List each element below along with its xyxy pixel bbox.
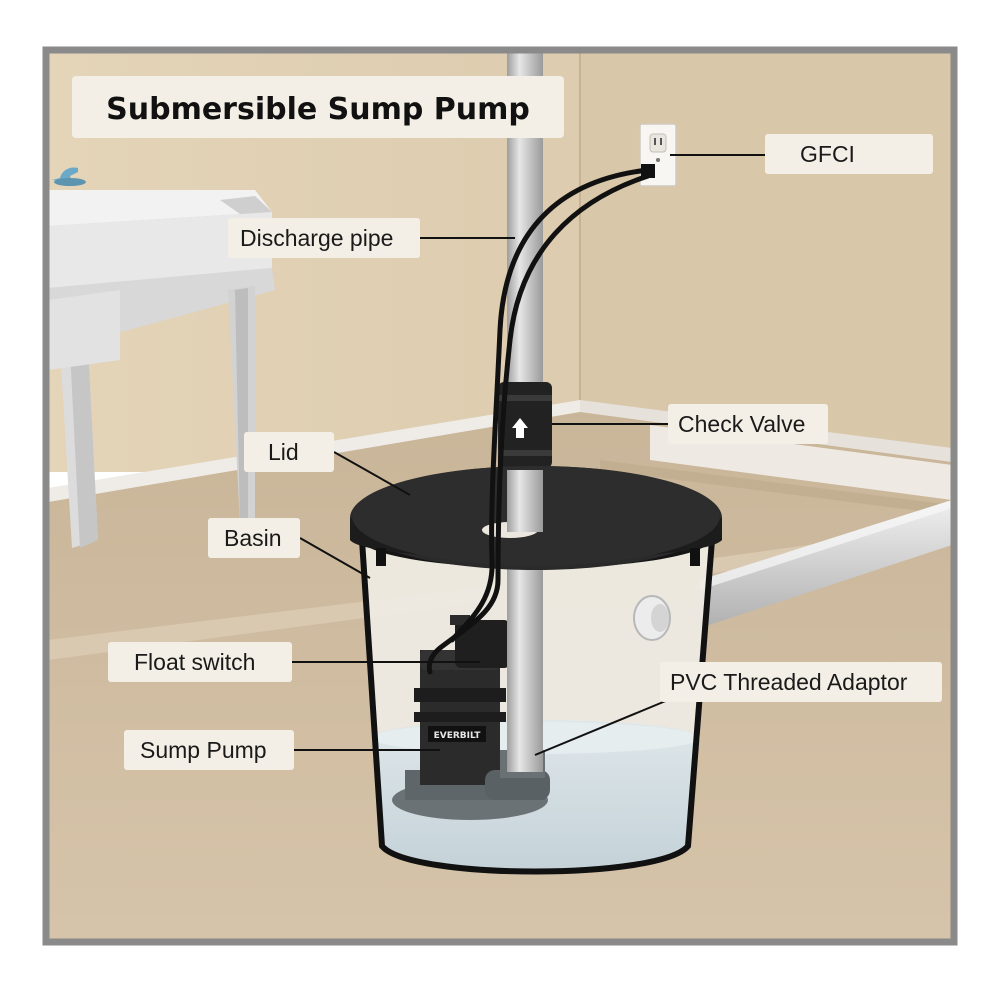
discharge-pipe [498, 52, 552, 772]
side-pipe [700, 500, 952, 628]
label-lid-text: Lid [268, 439, 299, 465]
room-background: EVERBILT [48, 52, 952, 940]
laundry-sink [48, 167, 275, 548]
lid [350, 466, 722, 570]
label-pvc-adaptor-text: PVC Threaded Adaptor [670, 669, 908, 695]
page-title: Submersible Sump Pump [106, 92, 530, 127]
frame [42, 46, 958, 946]
label-float-switch: Float switch [108, 642, 480, 682]
label-basin-text: Basin [224, 525, 282, 551]
label-sump-pump-text: Sump Pump [140, 737, 267, 763]
title-banner: Submersible Sump Pump [72, 76, 564, 138]
label-float-switch-text: Float switch [134, 649, 255, 675]
label-check-valve: Check Valve [552, 404, 828, 444]
label-check-valve-text: Check Valve [678, 411, 805, 437]
label-basin: Basin [208, 518, 371, 579]
label-gfci-text: GFCI [800, 141, 855, 167]
label-pvc-adaptor: PVC Threaded Adaptor [534, 662, 942, 756]
label-gfci: GFCI [670, 134, 933, 174]
right-wall [580, 52, 952, 455]
pump-brand: EVERBILT [434, 731, 482, 741]
sump-pump: EVERBILT [392, 615, 550, 820]
float-switch [455, 620, 510, 668]
label-discharge-pipe: Discharge pipe [228, 218, 515, 258]
power-cords [426, 164, 655, 675]
label-discharge-pipe-text: Discharge pipe [240, 225, 393, 251]
label-lid: Lid [244, 432, 411, 496]
flow-arrow-icon [512, 418, 528, 438]
label-sump-pump: Sump Pump [124, 730, 440, 770]
